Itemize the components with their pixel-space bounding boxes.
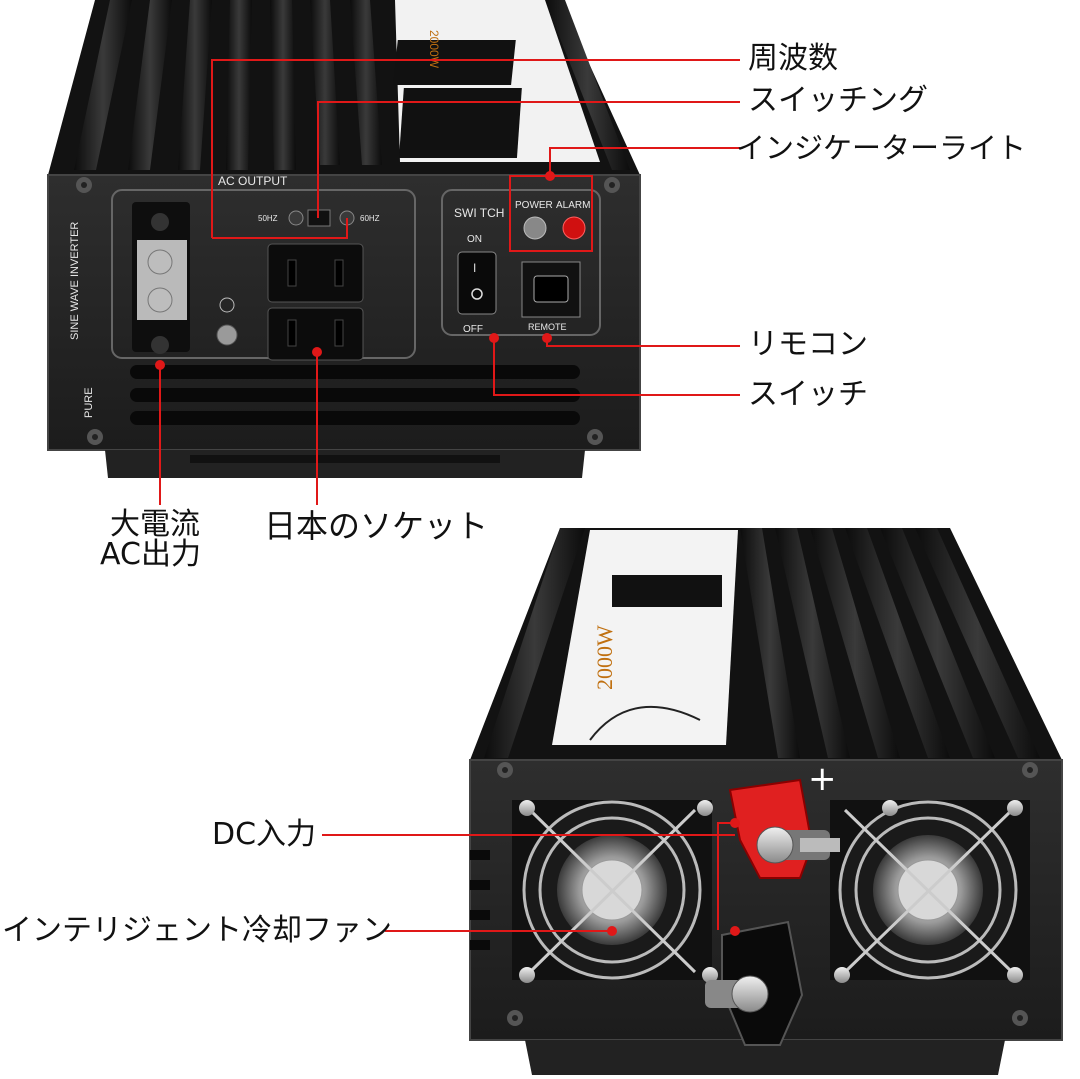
plus-sign: +	[808, 759, 837, 799]
bottom-side-vents	[470, 850, 490, 950]
frequency-callout: 周波数	[748, 41, 838, 76]
bottom-screws	[497, 762, 1038, 1026]
indicator-light-callout: インジケーターライト	[736, 131, 1027, 165]
left-cooling-fan	[512, 800, 718, 983]
side-text: SINE WAVE INVERTER	[69, 222, 81, 340]
japan-sockets	[267, 243, 364, 361]
large-current-callout-line2: AC出力	[100, 537, 201, 572]
remote-label: REMOTE	[528, 322, 567, 332]
power-switch[interactable]	[457, 251, 497, 315]
alarm-label: ALARM	[556, 200, 590, 211]
hz60-label: 60HZ	[360, 214, 380, 223]
svg-text:2000W: 2000W	[427, 30, 441, 69]
switching-callout: スイッチング	[748, 83, 928, 118]
pure-text: PURE	[83, 387, 95, 418]
bottom-fins	[484, 528, 1040, 758]
alarm-led	[562, 216, 586, 240]
cooling-fan-callout: インテリジェント冷却ファン	[2, 913, 392, 948]
top-fins	[74, 0, 630, 170]
off-label: OFF	[463, 324, 483, 335]
bottom-callout-lines	[322, 822, 735, 932]
svg-text:I: I	[473, 261, 476, 275]
top-screws	[76, 177, 620, 445]
top-vents	[130, 365, 580, 425]
hz50-label: 50HZ	[258, 214, 278, 223]
switch-callout: スイッチ	[748, 377, 868, 412]
bottom-callout-dots	[607, 818, 740, 936]
power-led	[523, 216, 547, 240]
large-current-callout-line1: 大電流	[110, 507, 200, 542]
japan-socket-callout: 日本のソケット	[264, 507, 489, 545]
dc-input-callout: DC入力	[212, 817, 317, 852]
top-inverter: 2000W SINE WAVE INVERTER PURE AC OUTPUT	[47, 0, 641, 478]
right-cooling-fan	[830, 800, 1030, 983]
switch-title: SWI TCH	[454, 206, 504, 220]
switch-panel	[441, 189, 601, 336]
ac-output-label: AC OUTPUT	[218, 174, 288, 188]
top-callout-dots	[155, 171, 555, 370]
model-text: 2000W	[592, 625, 617, 690]
positive-terminal	[728, 778, 840, 879]
top-callout-lines	[159, 59, 740, 505]
negative-terminal	[705, 920, 804, 1046]
on-label: ON	[467, 234, 482, 245]
power-label: POWER	[515, 200, 553, 211]
ac-output-panel	[111, 189, 416, 359]
bottom-inverter: 2000W	[469, 528, 1063, 1075]
remote-callout: リモコン	[748, 327, 868, 362]
